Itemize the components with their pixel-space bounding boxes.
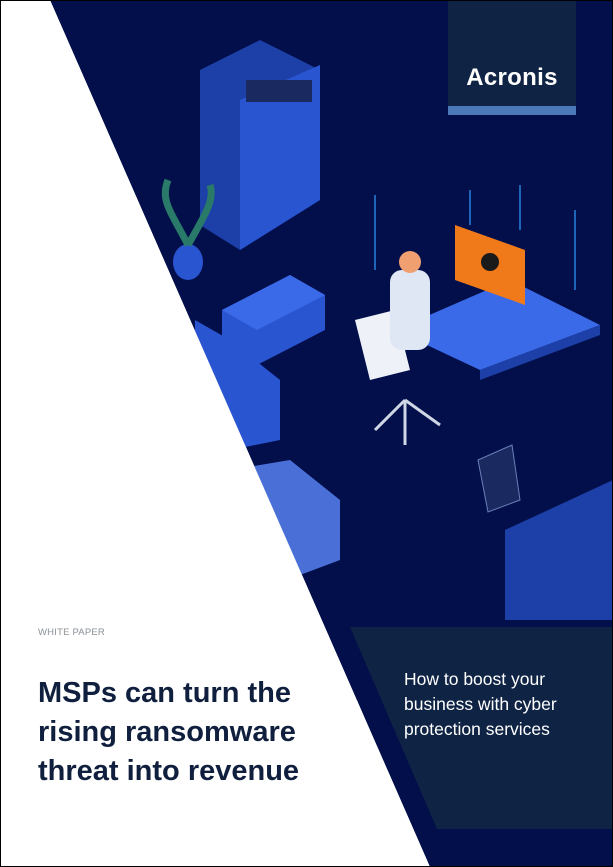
second-desk (477, 444, 613, 620)
subtitle: How to boost your business with cyber pr… (404, 667, 604, 742)
logo-accent-bar (448, 106, 576, 115)
logo-text: Acronis (466, 64, 558, 91)
document-type-label: WHITE PAPER (38, 627, 105, 638)
data-beams (374, 185, 576, 290)
person-in-chair (355, 251, 441, 445)
plant (161, 178, 215, 280)
desk (395, 280, 600, 380)
subtitle-line: How to boost your (404, 669, 546, 689)
acronis-logo: Acronis (448, 0, 576, 106)
title-line: MSPs can turn the (38, 677, 291, 709)
bookshelf (200, 40, 320, 250)
subtitle-line: business with cyber (404, 694, 557, 714)
server-stack (222, 275, 325, 365)
monitor (455, 225, 525, 305)
title-line: rising ransomware (38, 716, 296, 748)
subtitle-line: protection services (404, 719, 550, 739)
page-title: MSPs can turn the rising ransomware thre… (38, 674, 338, 791)
title-line: threat into revenue (38, 755, 300, 787)
